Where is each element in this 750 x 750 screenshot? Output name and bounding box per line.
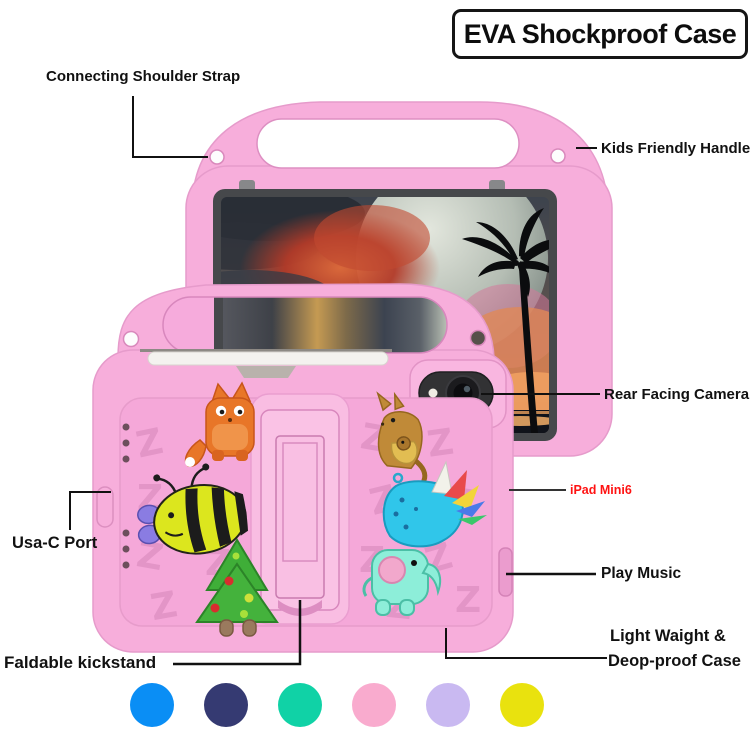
side-button xyxy=(498,547,513,597)
title-box: EVA Shockproof Case xyxy=(452,9,748,59)
page-title: EVA Shockproof Case xyxy=(463,18,737,49)
label-light-weight-1: Light Waight & xyxy=(610,627,726,645)
pencil-slot xyxy=(140,349,392,378)
label-light-weight-2: Deop-proof Case xyxy=(608,652,741,670)
swatch-teal xyxy=(278,683,322,727)
front-handle-cutout xyxy=(163,297,447,353)
label-kickstand: Faldable kickstand xyxy=(4,653,157,672)
svg-text:Z: Z xyxy=(455,580,481,621)
camera-flash xyxy=(428,388,438,398)
party-hat-charm xyxy=(382,460,487,548)
label-rear-camera: Rear Facing Camera xyxy=(604,386,750,403)
swatch-blue xyxy=(130,683,174,727)
svg-text:Z: Z xyxy=(425,421,457,465)
fox-charm xyxy=(184,381,255,467)
elephant-charm xyxy=(362,549,442,616)
speaker-holes xyxy=(122,423,130,569)
kickstand-leg xyxy=(275,435,325,599)
color-swatches xyxy=(130,683,544,727)
swatch-pink xyxy=(352,683,396,727)
front-case: ZZZZZZZZZZZZZZZZ xyxy=(92,283,514,653)
front-strap-hole-left xyxy=(122,330,140,348)
palm-tree-silhouette xyxy=(462,208,549,433)
front-strap-hole-right xyxy=(469,329,487,347)
label-model: iPad Mini6 xyxy=(570,483,632,497)
kangaroo-charm xyxy=(376,391,428,484)
label-play-music: Play Music xyxy=(601,565,682,582)
swatch-lavender xyxy=(426,683,470,727)
strap-hole-left xyxy=(209,149,225,165)
bee-charm xyxy=(137,463,249,555)
label-usb-port: Usa-C Port xyxy=(12,534,98,552)
kickstand xyxy=(250,393,350,625)
label-kids-handle: Kids Friendly Handle xyxy=(601,140,750,157)
strap-hole-right xyxy=(550,148,566,164)
swatch-navy xyxy=(204,683,248,727)
back-handle-cutout xyxy=(256,118,520,169)
label-shoulder-strap: Connecting Shoulder Strap xyxy=(46,68,241,85)
usb-port-notch xyxy=(96,486,114,528)
swatch-yellow xyxy=(500,683,544,727)
